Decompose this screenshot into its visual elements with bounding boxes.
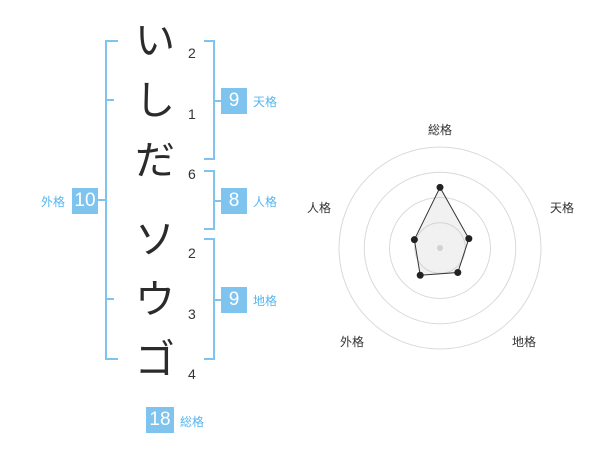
chikaku-label: 地格 (253, 294, 278, 308)
gaikaku-value: 10 (72, 188, 98, 214)
stroke-count-2: 1 (188, 106, 196, 122)
chikaku-value: 9 (221, 287, 247, 313)
jinkaku-label: 人格 (253, 195, 278, 209)
stroke-count-6: 4 (188, 366, 196, 382)
axis-label-soukaku: 総格 (428, 123, 453, 137)
name-char-6: ゴ (135, 337, 175, 383)
stroke-count-4: 2 (188, 245, 196, 261)
axis-label-jinkaku: 人格 (307, 201, 332, 215)
soukaku-label: 総格 (180, 415, 205, 429)
axis-label-tenkaku: 天格 (550, 201, 575, 215)
jinkaku-value: 8 (221, 188, 247, 214)
axis-label-gaikaku: 外格 (340, 335, 365, 349)
name-char-4: ソ (135, 217, 175, 263)
tenkaku-value: 9 (221, 88, 247, 114)
radar-center (437, 245, 443, 251)
radar-point-4 (410, 236, 418, 244)
tenkaku-label: 天格 (253, 95, 278, 109)
radar-series-polygon (413, 186, 470, 276)
radar-point-3 (416, 271, 424, 279)
name-char-1: い (135, 18, 175, 64)
name-char-5: ウ (135, 277, 175, 323)
radar-ring-4 (338, 146, 542, 350)
soukaku-value: 18 (146, 407, 174, 433)
stroke-count-3: 6 (188, 166, 196, 182)
radar-point-2 (454, 269, 462, 277)
name-char-2: し (135, 78, 175, 124)
radar-point-1 (465, 235, 473, 243)
stroke-count-5: 3 (188, 306, 196, 322)
name-char-3: だ (135, 138, 175, 184)
gaikaku-label: 外格 (41, 195, 66, 209)
radar-ring-2 (389, 197, 491, 299)
radar-point-0 (436, 183, 444, 191)
radar-ring-3 (363, 171, 517, 325)
axis-label-chikaku: 地格 (512, 335, 537, 349)
stroke-count-1: 2 (188, 45, 196, 61)
